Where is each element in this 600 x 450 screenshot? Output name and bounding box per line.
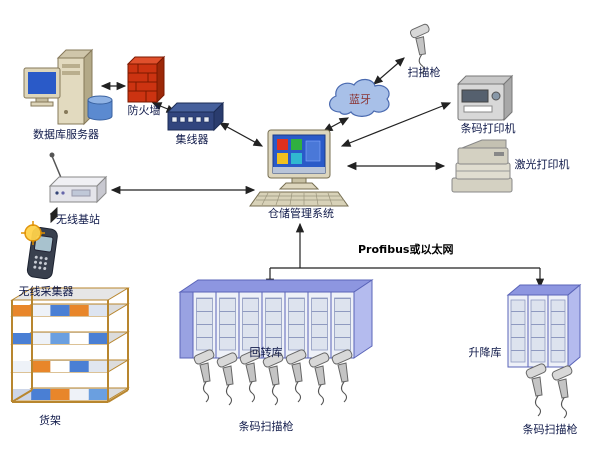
- label-carousel: 回转库: [249, 346, 283, 359]
- wireless-base-station-device: [48, 152, 108, 204]
- label-wireless-station: 无线基站: [56, 213, 100, 226]
- label-wms: 仓储管理系统: [268, 207, 334, 220]
- wireless-collector-device: [21, 221, 58, 280]
- connector-lines: [49, 57, 545, 289]
- label-database-server: 数据库服务器: [33, 128, 99, 141]
- bluetooth-cloud-shape: [329, 78, 390, 117]
- scanner-gun-row-right: [524, 362, 574, 419]
- laser-printer-device: [451, 139, 513, 193]
- label-shelf: 货架: [39, 414, 61, 427]
- label-barcode-printer: 条码打印机: [460, 122, 516, 135]
- label-hub: 集线器: [175, 133, 209, 146]
- storage-shelf-rack: [10, 287, 130, 403]
- carousel-rack-structure: [178, 279, 374, 359]
- label-firewall: 防火墙: [127, 104, 161, 117]
- label-scanner-gun-top: 扫描枪: [407, 66, 441, 79]
- firewall-device: [126, 55, 166, 104]
- label-lift: 升降库: [468, 346, 502, 359]
- label-laser-printer: 激光打印机: [514, 158, 570, 171]
- network-hub-device: [166, 101, 225, 132]
- database-server-device: [23, 48, 113, 126]
- label-wireless-collector: 无线采集器: [18, 285, 74, 298]
- label-scanners-right: 条码扫描枪: [522, 423, 578, 436]
- label-bluetooth: 蓝牙: [349, 93, 371, 106]
- barcode-printer-device: [456, 74, 514, 122]
- lift-rack-structure: [506, 283, 582, 369]
- label-scanners-center: 条码扫描枪: [238, 420, 294, 433]
- wms-computer-device: [249, 129, 349, 207]
- label-bus: Profibus或以太网: [358, 243, 454, 256]
